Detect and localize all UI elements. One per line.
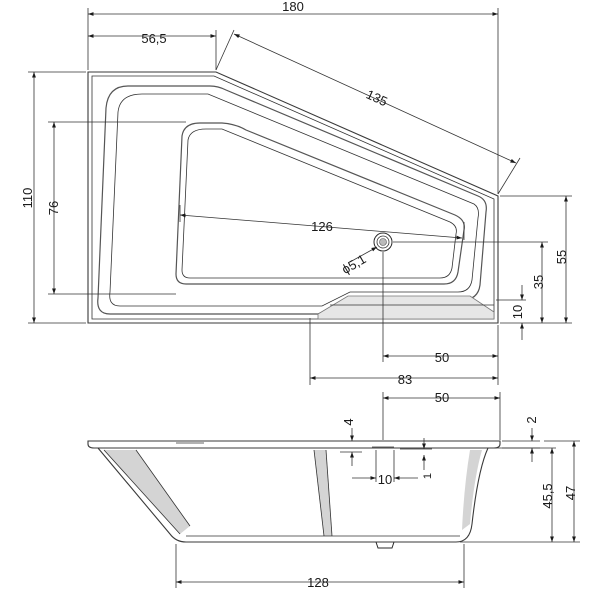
ext-line bbox=[215, 29, 235, 71]
side-edge-line bbox=[135, 449, 191, 527]
side-edge-line bbox=[313, 449, 325, 537]
dim-label-right-depth: 55 bbox=[554, 250, 569, 264]
ext-line bbox=[497, 157, 521, 195]
front-step bbox=[317, 295, 495, 320]
side-shade-right bbox=[462, 450, 482, 530]
dim-label-side-drain-from-right: 50 bbox=[435, 390, 449, 405]
tub-body-side bbox=[96, 447, 489, 543]
drain-plug bbox=[379, 238, 387, 246]
dim-line-135 bbox=[233, 33, 517, 164]
dim-label-drain-from-right: 50 bbox=[435, 350, 449, 365]
dim-label-overall-width: 180 bbox=[282, 0, 304, 14]
drain-leader-line bbox=[349, 246, 378, 263]
dim-line-126 bbox=[179, 213, 463, 240]
drain-outlet bbox=[375, 541, 395, 549]
dim-label-drain-from-front: 35 bbox=[531, 275, 546, 289]
dim-label-angled-edge: 135 bbox=[364, 87, 390, 110]
dim-label-front-offset: 10 bbox=[510, 305, 525, 319]
side-shade-left bbox=[104, 450, 190, 534]
basin-outline bbox=[97, 85, 487, 315]
tub-rim-side bbox=[87, 440, 501, 449]
dim-label-inner-height: 45,5 bbox=[540, 483, 555, 508]
dim-label-overall-depth: 110 bbox=[20, 188, 35, 209]
dim-label-front-left-width: 56,5 bbox=[141, 31, 166, 46]
dim-label-overall-height: 47 bbox=[563, 486, 578, 500]
side-edge-line bbox=[325, 449, 333, 537]
dim-label-rim-step: 4 bbox=[341, 418, 356, 425]
dim-label-bottom-length: 128 bbox=[307, 575, 329, 590]
tub-rim-inner-top bbox=[91, 75, 495, 320]
dim-label-inner-length: 126 bbox=[311, 219, 333, 234]
tub-outline-top bbox=[87, 71, 499, 324]
basin-inner-outline bbox=[109, 93, 479, 307]
dim-label-drain-width: 10 bbox=[378, 472, 392, 487]
side-edge-line bbox=[103, 449, 181, 535]
dim-label-inner-depth: 76 bbox=[46, 201, 61, 215]
dim-label-rim-thickness: 2 bbox=[524, 416, 539, 423]
side-view: 50 4 2 10 1 45,5 47 bbox=[87, 390, 580, 590]
top-view: 180 56,5 135 110 76 126 ϕ5,1 55 bbox=[20, 0, 572, 387]
dim-label-drain-offset: 1 bbox=[422, 473, 434, 479]
dim-label-front-right-width: 83 bbox=[398, 372, 412, 387]
